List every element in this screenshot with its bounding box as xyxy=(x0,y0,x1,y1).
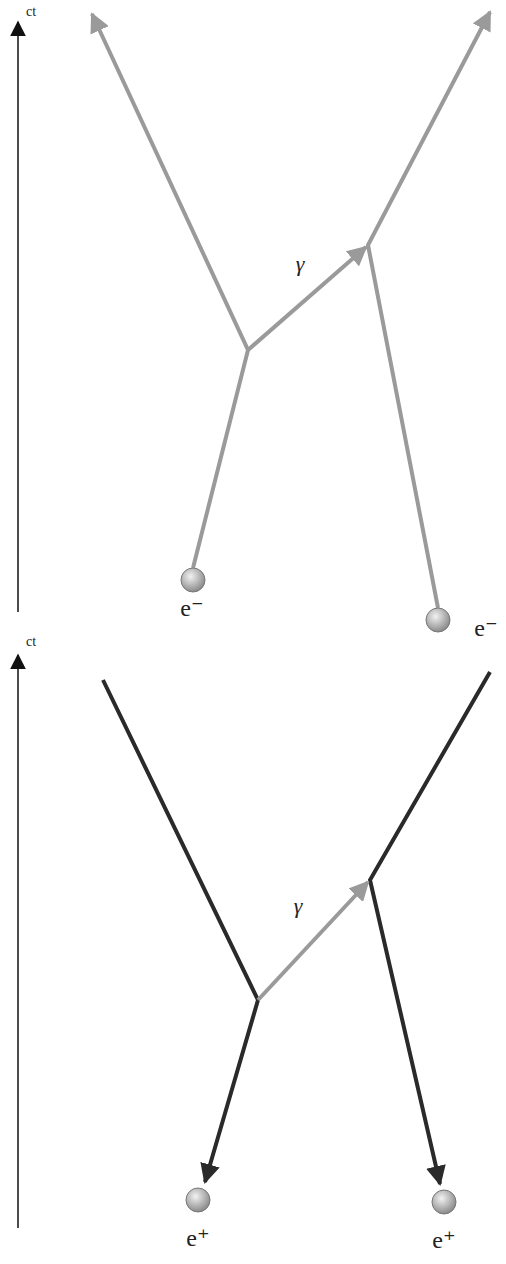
axis-label: ct xyxy=(26,5,36,19)
particle-label: e⁺ xyxy=(186,1226,209,1250)
photon-line xyxy=(248,247,366,350)
positron-ball xyxy=(432,1190,456,1214)
photon-label: γ xyxy=(296,253,305,275)
positron-ball xyxy=(186,1188,210,1212)
time-axis xyxy=(17,22,19,612)
electron-ball xyxy=(426,608,450,632)
positron-line xyxy=(103,680,258,1182)
electron-ball xyxy=(181,568,205,592)
time-axis xyxy=(17,655,19,1228)
photon-line xyxy=(258,882,368,1000)
electron-line xyxy=(368,12,490,608)
positron-line xyxy=(370,672,490,1184)
photon-label: γ xyxy=(294,895,303,917)
particle-label: e⁺ xyxy=(432,1228,455,1252)
particle-label: e⁻ xyxy=(180,596,203,620)
electron-line xyxy=(92,14,248,568)
particle-label: e⁻ xyxy=(474,616,497,640)
axis-label: ct xyxy=(26,635,36,649)
